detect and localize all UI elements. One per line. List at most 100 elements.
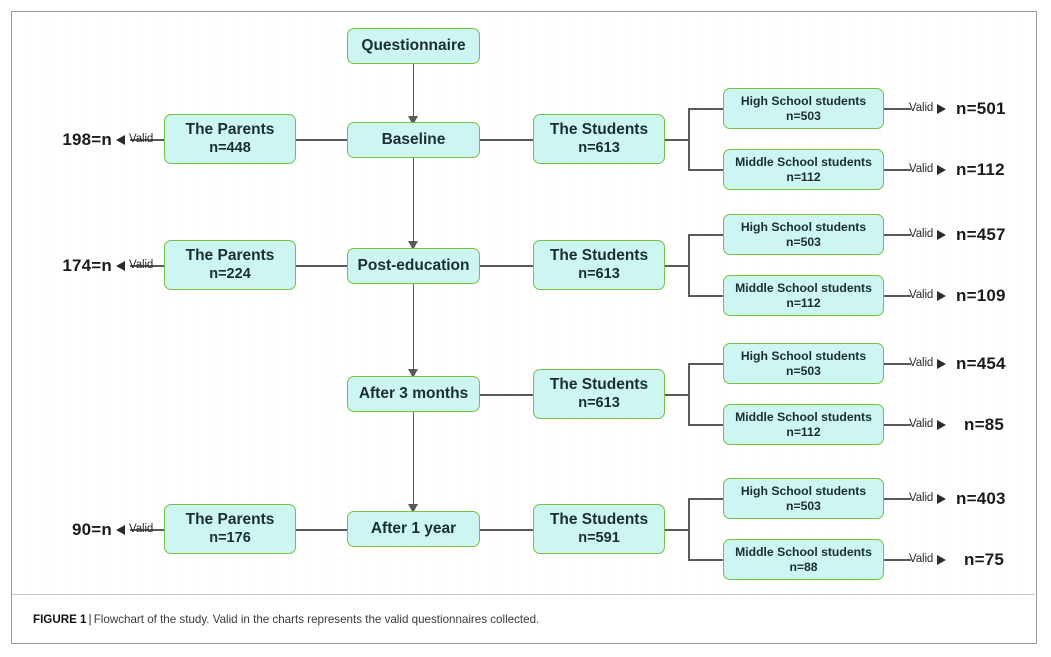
- label-1year-parents-valid: Valid: [129, 523, 154, 535]
- connector-post-to-parents: [296, 265, 347, 267]
- arrowhead-1year-middle-valid: [937, 554, 946, 565]
- node-post-middle-school-title: Middle School students: [735, 281, 872, 296]
- node-3months-students[interactable]: The Students n=613: [533, 369, 665, 419]
- node-baseline-middle-school-count: n=112: [786, 169, 821, 184]
- arrowhead-root-to-baseline: [408, 116, 418, 125]
- node-3months-high-school-title: High School students: [740, 349, 867, 364]
- connector-baseline-bracket: [688, 108, 690, 170]
- node-post-high-school[interactable]: High School students n=503: [723, 214, 884, 255]
- node-post-high-school-count: n=503: [786, 234, 821, 249]
- node-baseline-students[interactable]: The Students n=613: [533, 114, 665, 164]
- connector-1year-bracket: [688, 498, 690, 560]
- node-post-middle-school[interactable]: Middle School students n=112: [723, 275, 884, 316]
- node-3months-high-school[interactable]: High School students n=503: [723, 343, 884, 384]
- node-1year-high-school[interactable]: High School students n=503: [723, 478, 884, 519]
- node-baseline-students-title: The Students: [549, 121, 649, 139]
- node-stage-baseline-label: Baseline: [381, 130, 446, 148]
- label-1year-high-valid: Valid: [909, 492, 934, 504]
- connector-1year-to-students: [480, 529, 533, 531]
- label-baseline-parents-valid: Valid: [129, 133, 154, 145]
- connector-1year-to-high: [688, 498, 724, 500]
- arrowhead-1year-parents-valid: [116, 524, 125, 535]
- arrowhead-baseline-middle-valid: [937, 164, 946, 175]
- node-post-students-count: n=613: [578, 265, 620, 282]
- connector-1year-to-parents: [296, 529, 347, 531]
- node-questionnaire-label: Questionnaire: [361, 36, 466, 54]
- connector-baseline-to-middle: [688, 169, 724, 171]
- caption-divider: [12, 594, 1035, 595]
- value-baseline-middle-valid: n=112: [956, 160, 1005, 179]
- connector-1year-students-stem: [665, 529, 689, 531]
- connector-3months-middle-valid: [884, 424, 911, 426]
- arrowhead-3months-to-1year: [408, 504, 418, 513]
- node-1year-high-school-title: High School students: [740, 484, 867, 499]
- node-stage-after-3-months[interactable]: After 3 months: [347, 376, 480, 412]
- connector-post-to-middle: [688, 295, 724, 297]
- connector-post-middle-valid: [884, 295, 911, 297]
- label-1year-middle-valid: Valid: [909, 553, 934, 565]
- connector-1year-parents-valid: [130, 529, 164, 531]
- node-baseline-parents[interactable]: The Parents n=448: [164, 114, 296, 164]
- node-stage-baseline[interactable]: Baseline: [347, 122, 480, 158]
- figure-number: FIGURE 1: [33, 613, 87, 626]
- connector-post-parents-valid: [130, 265, 164, 267]
- node-baseline-middle-school-title: Middle School students: [735, 155, 872, 170]
- connector-baseline-to-students: [480, 139, 533, 141]
- connector-baseline-to-parents: [296, 139, 347, 141]
- node-3months-high-school-count: n=503: [786, 363, 821, 378]
- arrowhead-baseline-to-post: [408, 241, 418, 250]
- node-1year-middle-school-title: Middle School students: [735, 545, 872, 560]
- label-3months-high-valid: Valid: [909, 357, 934, 369]
- node-questionnaire[interactable]: Questionnaire: [347, 28, 480, 64]
- node-baseline-high-school[interactable]: High School students n=503: [723, 88, 884, 129]
- node-1year-parents-count: n=176: [209, 529, 251, 546]
- node-3months-middle-school[interactable]: Middle School students n=112: [723, 404, 884, 445]
- node-post-students[interactable]: The Students n=613: [533, 240, 665, 290]
- node-post-parents-count: n=224: [209, 265, 251, 282]
- connector-baseline-to-post: [412, 158, 415, 243]
- value-1year-high-valid: n=403: [956, 489, 1006, 508]
- connector-baseline-parents-valid: [130, 139, 164, 141]
- node-baseline-students-count: n=613: [578, 139, 620, 156]
- node-baseline-parents-title: The Parents: [185, 121, 275, 139]
- label-post-parents-valid: Valid: [129, 259, 154, 271]
- caption-separator: |: [88, 613, 92, 626]
- connector-baseline-high-valid: [884, 108, 911, 110]
- flowchart-canvas: Questionnaire Baseline The Parents n=448…: [12, 12, 1035, 594]
- arrowhead-post-parents-valid: [116, 260, 125, 271]
- node-post-parents[interactable]: The Parents n=224: [164, 240, 296, 290]
- label-post-high-valid: Valid: [909, 228, 934, 240]
- node-1year-parents[interactable]: The Parents n=176: [164, 504, 296, 554]
- node-3months-students-count: n=613: [578, 394, 620, 411]
- arrowhead-post-high-valid: [937, 229, 946, 240]
- arrowhead-baseline-high-valid: [937, 103, 946, 114]
- node-stage-post-education[interactable]: Post-education: [347, 248, 480, 284]
- connector-post-high-valid: [884, 234, 911, 236]
- arrowhead-post-middle-valid: [937, 290, 946, 301]
- connector-3months-high-valid: [884, 363, 911, 365]
- connector-post-to-high: [688, 234, 724, 236]
- connector-post-to-students: [480, 265, 533, 267]
- connector-1year-middle-valid: [884, 559, 911, 561]
- connector-baseline-to-high: [688, 108, 724, 110]
- node-3months-students-title: The Students: [549, 376, 649, 394]
- connector-3months-students-stem: [665, 394, 689, 396]
- node-1year-middle-school[interactable]: Middle School students n=88: [723, 539, 884, 580]
- value-post-parents-valid: 174=n: [62, 256, 112, 275]
- node-post-middle-school-count: n=112: [786, 295, 821, 310]
- value-3months-middle-valid: n=85: [964, 415, 1005, 434]
- connector-3months-to-high: [688, 363, 724, 365]
- value-post-middle-valid: n=109: [956, 286, 1006, 305]
- node-baseline-high-school-title: High School students: [740, 94, 867, 109]
- node-post-high-school-title: High School students: [740, 220, 867, 235]
- value-3months-high-valid: n=454: [956, 354, 1006, 373]
- node-stage-after-3-months-label: After 3 months: [358, 384, 469, 402]
- connector-1year-to-middle: [688, 559, 724, 561]
- node-1year-students[interactable]: The Students n=591: [533, 504, 665, 554]
- connector-3months-bracket: [688, 363, 690, 425]
- connector-3months-to-1year: [412, 412, 415, 506]
- node-baseline-middle-school[interactable]: Middle School students n=112: [723, 149, 884, 190]
- arrowhead-3months-middle-valid: [937, 419, 946, 430]
- node-stage-after-1-year[interactable]: After 1 year: [347, 511, 480, 547]
- node-post-students-title: The Students: [549, 247, 649, 265]
